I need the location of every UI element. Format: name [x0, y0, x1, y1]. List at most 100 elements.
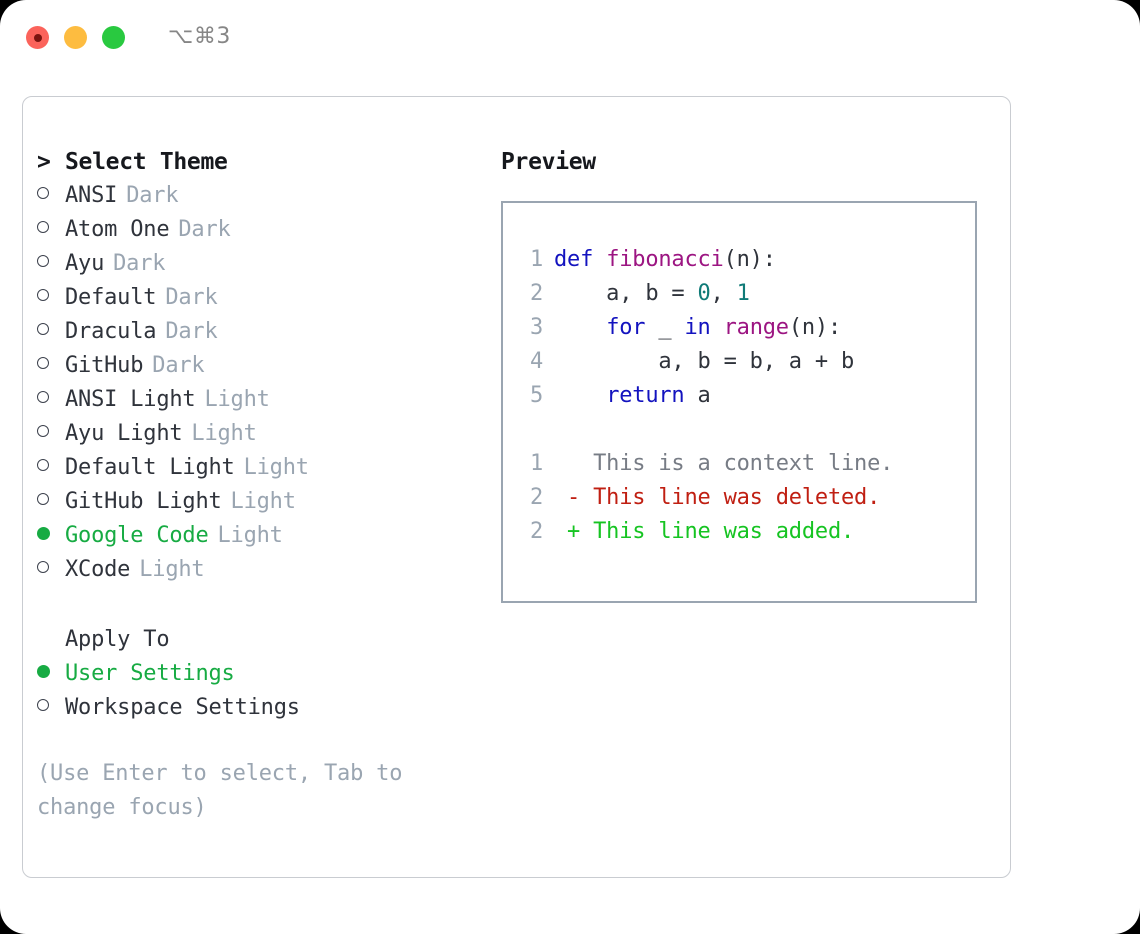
traffic-light-controls — [26, 26, 125, 49]
theme-option-variant-tag: Dark — [152, 353, 205, 378]
select-theme-header: > Select Theme — [37, 145, 477, 179]
code-line: 2 a, b = 0, 1 — [515, 277, 967, 311]
theme-option-default-light[interactable]: Default Light Light — [37, 451, 477, 485]
theme-option-default[interactable]: Default Dark — [37, 281, 477, 315]
code-token-punct: (n): — [788, 315, 842, 340]
maximize-button[interactable] — [102, 26, 125, 49]
theme-option-ayu-light[interactable]: Ayu Light Light — [37, 417, 477, 451]
apply-to-option-user-settings[interactable]: User Settings — [37, 657, 477, 691]
theme-option-label: Ayu — [65, 251, 105, 276]
code-token-plain — [593, 247, 606, 272]
theme-option-variant-tag: Dark — [126, 183, 179, 208]
theme-option-label: GitHub Light — [65, 489, 222, 514]
line-number: 2 — [529, 281, 543, 306]
code-line: 1 def fibonacci(n): — [515, 243, 967, 277]
theme-option-variant-tag: Dark — [165, 285, 218, 310]
theme-option-label: Default Light — [65, 455, 235, 480]
keyboard-hint-text: (Use Enter to select, Tab to change focu… — [37, 761, 403, 820]
diff-line-text: This is a context line. — [554, 451, 894, 476]
theme-option-label: Atom One — [65, 217, 170, 242]
apply-to-option-label: User Settings — [65, 661, 235, 686]
code-token-fn: range — [723, 315, 789, 340]
theme-option-variant-tag: Dark — [178, 217, 231, 242]
theme-option-variant-tag: Light — [217, 523, 283, 548]
theme-option-variant-tag: Light — [243, 455, 309, 480]
close-button[interactable] — [26, 26, 49, 49]
code-line: 3 for _ in range(n): — [515, 311, 967, 345]
theme-option-label: Ayu Light — [65, 421, 183, 446]
theme-option-label: XCode — [65, 557, 131, 582]
line-number: 1 — [529, 247, 543, 272]
keyboard-shortcut-badge: ⌥⌘3 — [168, 24, 231, 49]
theme-option-dracula[interactable]: Dracula Dark — [37, 315, 477, 349]
code-token-kw: in — [684, 315, 711, 340]
theme-option-ayu[interactable]: Ayu Dark — [37, 247, 477, 281]
line-number: 2 — [529, 485, 543, 510]
diff-line-add: 2 + This line was added. — [515, 515, 967, 549]
theme-option-variant-tag: Dark — [113, 251, 166, 276]
apply-to-option-label: Workspace Settings — [65, 695, 300, 720]
theme-option-label: Google Code — [65, 523, 209, 548]
line-number: 3 — [529, 315, 543, 340]
theme-option-google-code[interactable]: Google Code Light — [37, 519, 477, 553]
theme-option-variant-tag: Light — [204, 387, 270, 412]
theme-option-ansi[interactable]: ANSI Dark — [37, 179, 477, 213]
diff-line-del: 2 - This line was deleted. — [515, 481, 967, 515]
apply-to-label: Apply To — [65, 627, 170, 652]
theme-option-label: Dracula — [65, 319, 157, 344]
theme-option-variant-tag: Light — [139, 557, 205, 582]
code-token-kw: for — [606, 315, 646, 340]
code-token-plain: , — [710, 281, 737, 306]
code-token-punct: (n): — [723, 247, 776, 272]
code-token-num: 1 — [736, 281, 750, 306]
theme-option-atom-one[interactable]: Atom One Dark — [37, 213, 477, 247]
title-bar: ⌥⌘3 — [0, 0, 1140, 78]
theme-option-github[interactable]: GitHub Dark — [37, 349, 477, 383]
theme-option-ansi-light[interactable]: ANSI Light Light — [37, 383, 477, 417]
code-token-plain — [554, 383, 606, 408]
apply-to-option-workspace-settings[interactable]: Workspace Settings — [37, 691, 477, 725]
diff-line-text: - This line was deleted. — [554, 485, 881, 510]
code-line: 4 a, b = b, a + b — [515, 345, 967, 379]
theme-option-label: GitHub — [65, 353, 144, 378]
code-token-kw: def — [554, 247, 594, 272]
code-token-plain — [711, 315, 724, 340]
code-token-plain: _ — [645, 315, 685, 340]
preview-title: Preview — [501, 149, 596, 175]
diff-line-ctx: 1 This is a context line. — [515, 447, 967, 481]
theme-option-label: Default — [65, 285, 157, 310]
code-line: 5 return a — [515, 379, 967, 413]
apply-to-header: Apply To — [37, 623, 477, 657]
line-number: 4 — [529, 349, 543, 374]
section-spacer — [37, 587, 477, 623]
code-token-fn: fibonacci — [606, 247, 724, 272]
line-number: 2 — [529, 519, 543, 544]
diff-line-text: + This line was added. — [554, 519, 855, 544]
prompt-caret: > — [37, 149, 51, 175]
code-token-plain — [554, 315, 606, 340]
line-number: 5 — [529, 383, 543, 408]
code-token-plain: a, b = — [554, 281, 698, 306]
code-token-kw: return — [606, 383, 685, 408]
line-number: 1 — [529, 451, 543, 476]
theme-option-label: ANSI Light — [65, 387, 196, 412]
minimize-button[interactable] — [64, 26, 87, 49]
diff-block: 1 This is a context line.2 - This line w… — [515, 447, 967, 549]
theme-option-variant-tag: Dark — [165, 319, 218, 344]
code-token-plain: a, b = b, a + b — [554, 349, 855, 374]
theme-option-variant-tag: Light — [191, 421, 257, 446]
select-theme-label: Select Theme — [65, 149, 228, 175]
theme-option-label: ANSI — [65, 183, 118, 208]
theme-option-xcode[interactable]: XCode Light — [37, 553, 477, 587]
code-token-plain: a — [684, 383, 711, 408]
